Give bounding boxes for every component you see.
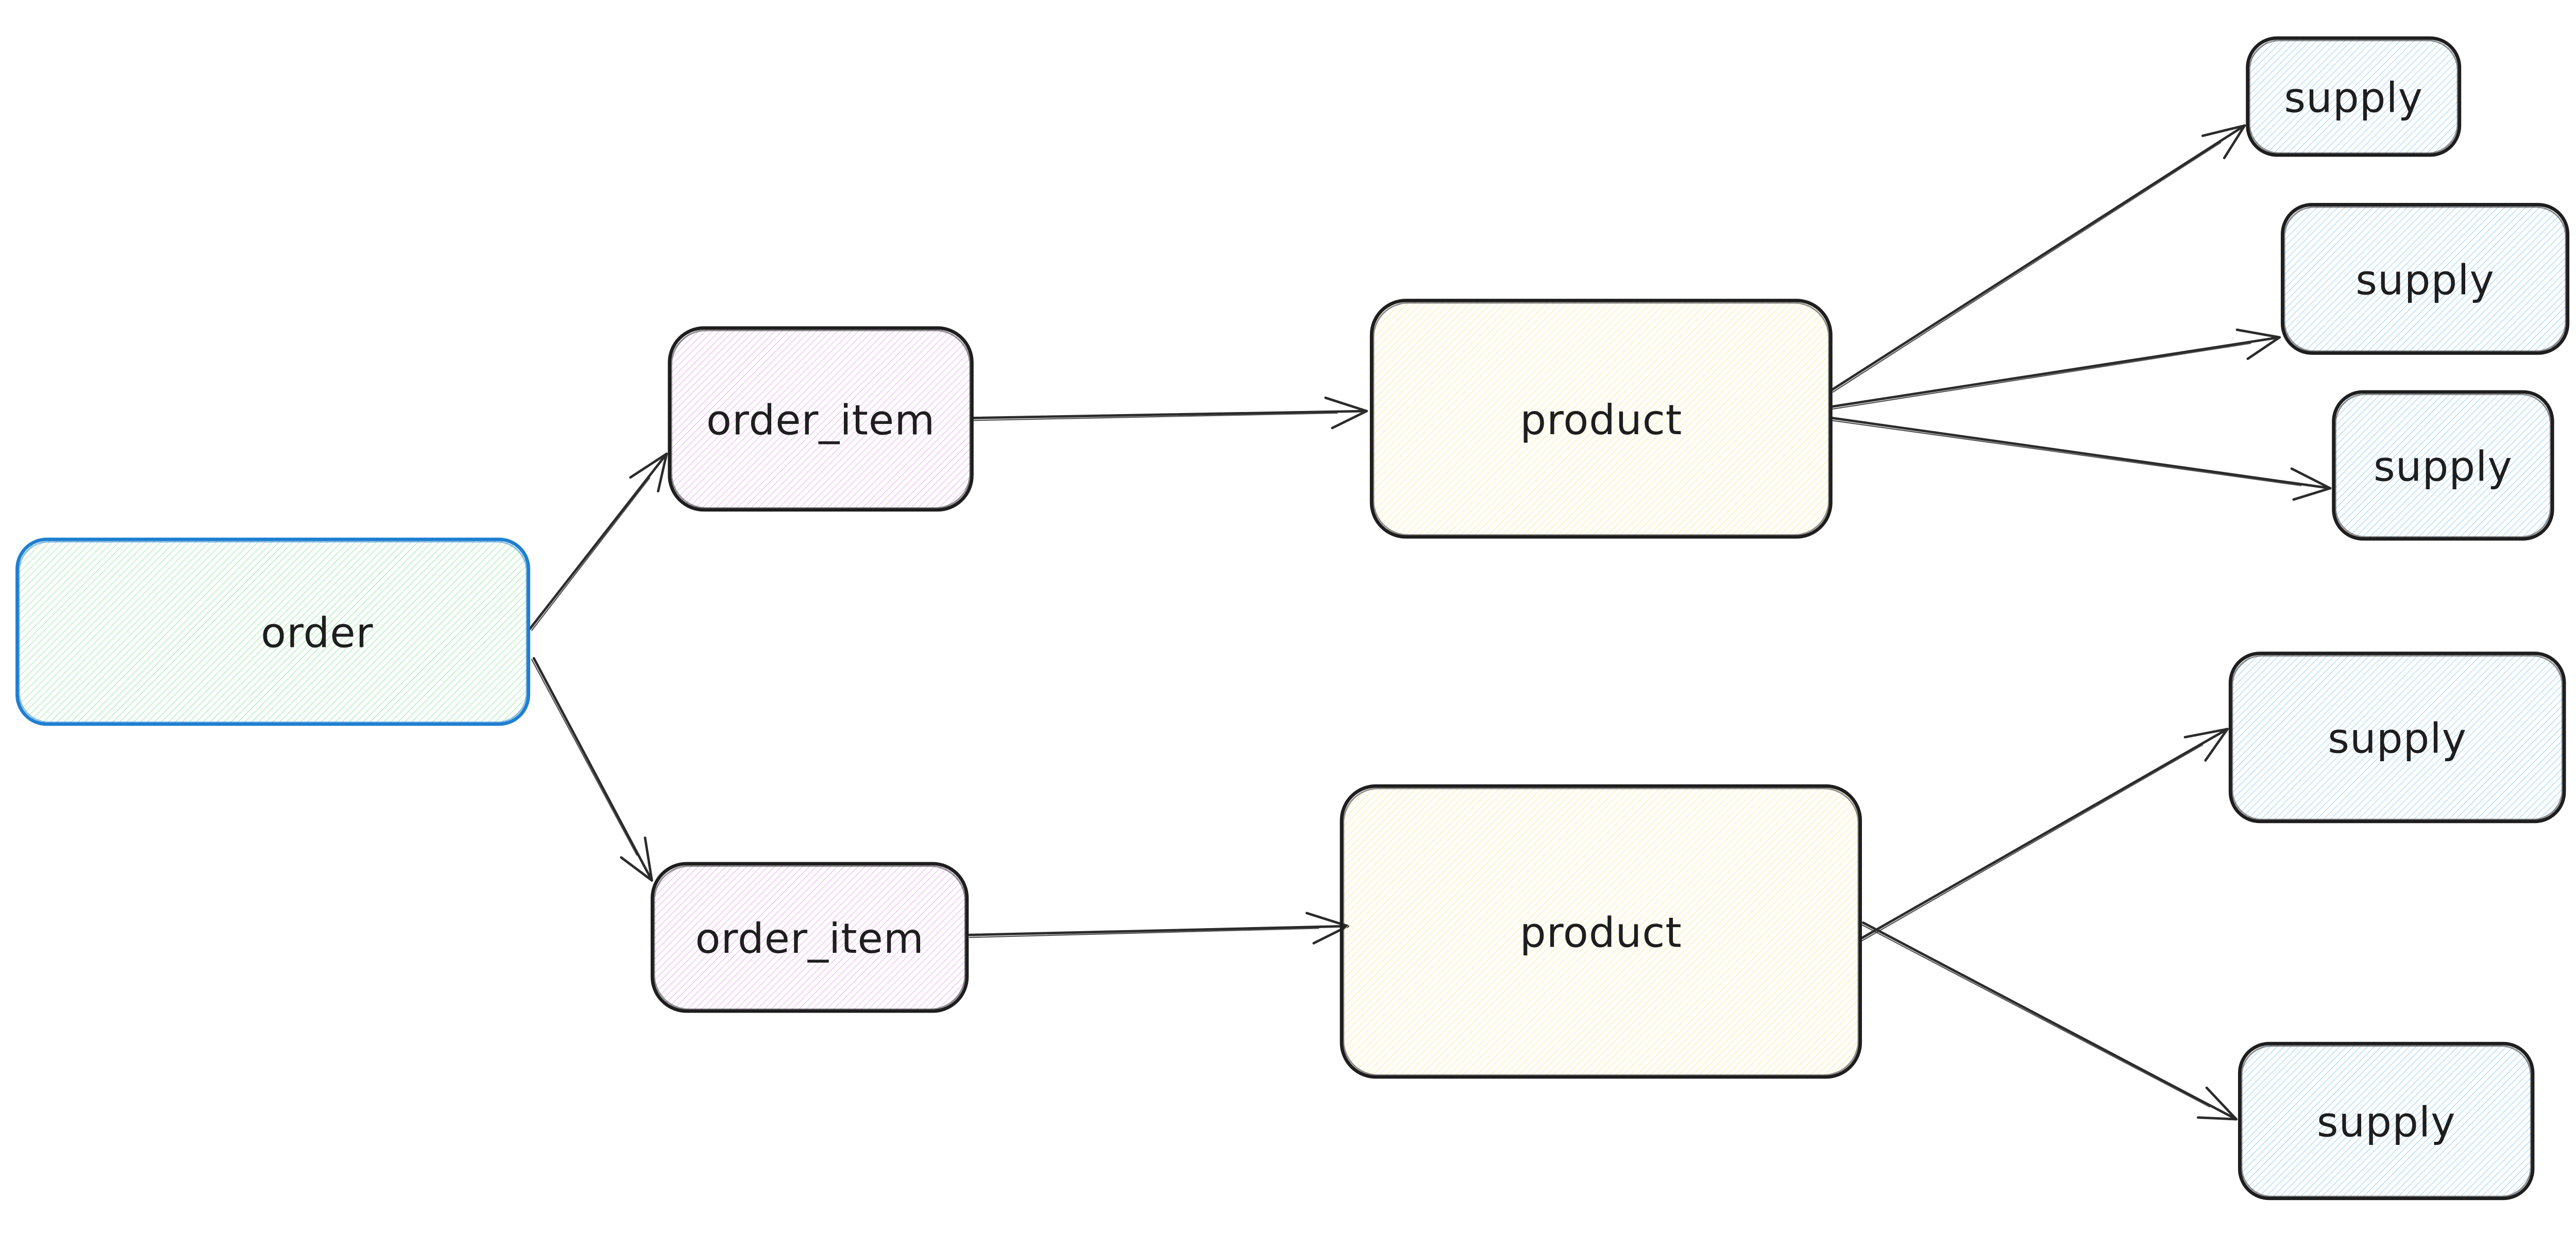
node-border-echo xyxy=(1372,302,1830,536)
node-order_item_1[interactable]: order_item xyxy=(668,326,974,512)
edge-product_2-to-supply_5[interactable] xyxy=(1861,921,2238,1121)
node-border-echo xyxy=(2241,1045,2532,1197)
node-border-echo xyxy=(1343,787,1859,1076)
node-border xyxy=(2238,1041,2535,1201)
node-border-echo xyxy=(2248,40,2459,154)
edge-order-to-order_item_2[interactable] xyxy=(531,657,653,882)
node-label-product_2: product xyxy=(1520,909,1682,957)
edge-order_item_2-to-product_2[interactable] xyxy=(968,912,1349,945)
edge-product_1-to-supply_2[interactable] xyxy=(1830,328,2281,410)
node-supply_1[interactable]: supply xyxy=(2246,36,2462,157)
node-supply_2[interactable]: supply xyxy=(2281,203,2570,355)
node-border-echo xyxy=(2334,393,2551,538)
node-order[interactable]: order xyxy=(15,537,531,726)
node-label-order_item_2: order_item xyxy=(695,915,924,963)
node-border xyxy=(15,537,531,726)
node-label-supply_3: supply xyxy=(2374,442,2513,490)
node-label-supply_5: supply xyxy=(2317,1098,2456,1146)
edge-product_1-to-supply_1[interactable] xyxy=(1830,124,2246,393)
node-supply_5[interactable]: supply xyxy=(2238,1041,2535,1201)
edges-layer xyxy=(529,124,2332,1121)
node-label-supply_1: supply xyxy=(2284,74,2423,122)
node-border-echo xyxy=(2231,655,2563,820)
node-border-echo xyxy=(18,541,528,723)
node-order_item_2[interactable]: order_item xyxy=(650,862,969,1013)
edge-order_item_1-to-product_1[interactable] xyxy=(972,396,1368,430)
node-border xyxy=(2281,203,2570,355)
edge-product_2-to-supply_4[interactable] xyxy=(1860,728,2229,941)
node-border-echo xyxy=(2283,206,2567,352)
node-label-order: order xyxy=(261,609,373,657)
edge-order-to-order_item_1[interactable] xyxy=(529,452,668,631)
node-border xyxy=(2228,652,2566,824)
node-border xyxy=(650,862,969,1013)
node-border xyxy=(1369,299,1833,539)
node-label-product_1: product xyxy=(1520,396,1682,444)
node-supply_4[interactable]: supply xyxy=(2228,652,2566,824)
nodes-layer: orderorder_itemorder_itemproductproducts… xyxy=(15,36,2570,1201)
node-label-supply_2: supply xyxy=(2355,256,2495,304)
node-border-echo xyxy=(653,865,966,1010)
node-border-echo xyxy=(671,330,971,509)
node-supply_3[interactable]: supply xyxy=(2332,390,2554,541)
node-border xyxy=(2332,390,2554,541)
node-label-order_item_1: order_item xyxy=(706,396,935,444)
node-product_2[interactable]: product xyxy=(1340,784,1862,1079)
node-border xyxy=(668,326,974,512)
edge-product_1-to-supply_3[interactable] xyxy=(1830,417,2332,501)
node-border xyxy=(2246,36,2462,157)
node-label-supply_4: supply xyxy=(2328,715,2467,763)
node-product_1[interactable]: product xyxy=(1369,299,1833,539)
node-border xyxy=(1340,784,1862,1079)
